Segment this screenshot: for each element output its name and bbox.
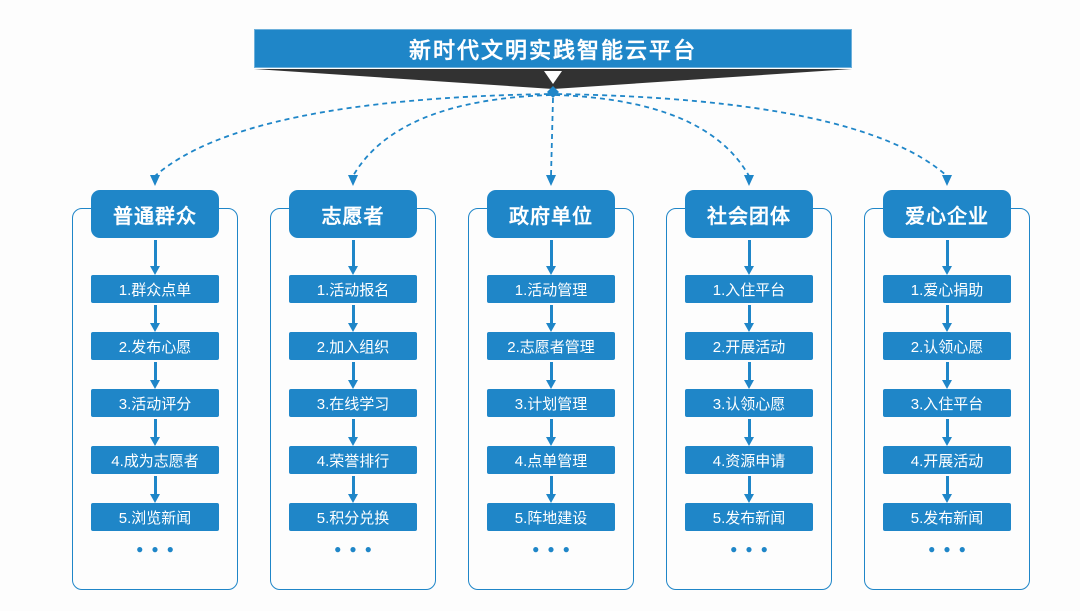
down-arrow-icon — [544, 71, 562, 84]
step-box: 3.在线学习 — [289, 389, 417, 417]
flow-arrow-icon — [940, 362, 954, 389]
flow-arrow-icon — [940, 419, 954, 446]
flow-arrow-icon — [346, 476, 360, 503]
flow-arrow-icon — [544, 362, 558, 389]
step-box: 2.志愿者管理 — [487, 332, 615, 360]
step-box: 2.认领心愿 — [883, 332, 1011, 360]
column-header: 政府单位 — [487, 190, 615, 238]
flow-arrow-icon — [148, 362, 162, 389]
ellipsis-icon: ●●● — [730, 542, 776, 556]
flow-arrow-icon — [742, 305, 756, 332]
column-header: 普通群众 — [91, 190, 219, 238]
arrowhead-icon — [744, 175, 754, 186]
step-box: 3.活动评分 — [91, 389, 219, 417]
dashed-connector — [556, 93, 948, 177]
step-box: 2.加入组织 — [289, 332, 417, 360]
step-box: 4.点单管理 — [487, 446, 615, 474]
arrowhead-icon — [348, 175, 358, 186]
step-box: 4.成为志愿者 — [91, 446, 219, 474]
column-panel-public: 普通群众 1.群众点单 2.发布心愿 3.活动评分 4.成为志愿者 5.浏览新闻… — [72, 190, 238, 590]
step-box: 4.开展活动 — [883, 446, 1011, 474]
dashed-connector — [554, 94, 750, 177]
column-panel-government: 政府单位 1.活动管理 2.志愿者管理 3.计划管理 4.点单管理 5.阵地建设… — [468, 190, 634, 590]
ellipsis-icon: ●●● — [334, 542, 380, 556]
arrowhead-icon — [546, 175, 556, 186]
flow-arrow-icon — [148, 476, 162, 503]
flow-arrow-icon — [346, 240, 360, 275]
arrowhead-icon — [942, 175, 952, 186]
step-box: 4.资源申请 — [685, 446, 813, 474]
step-box: 1.入住平台 — [685, 275, 813, 303]
flow-arrow-icon — [544, 419, 558, 446]
step-box: 5.积分兑换 — [289, 503, 417, 531]
flow-arrow-icon — [346, 419, 360, 446]
step-box: 5.发布新闻 — [685, 503, 813, 531]
flow-arrow-icon — [940, 476, 954, 503]
dashed-connector — [352, 94, 552, 177]
flow-arrow-icon — [940, 240, 954, 275]
step-box: 1.爱心捐助 — [883, 275, 1011, 303]
column-panel-volunteer: 志愿者 1.活动报名 2.加入组织 3.在线学习 4.荣誉排行 5.积分兑换 ●… — [270, 190, 436, 590]
column-panel-enterprise: 爱心企业 1.爱心捐助 2.认领心愿 3.入住平台 4.开展活动 5.发布新闻 … — [864, 190, 1030, 590]
ellipsis-icon: ●●● — [928, 542, 974, 556]
flow-arrow-icon — [544, 240, 558, 275]
ellipsis-icon: ●●● — [532, 542, 578, 556]
column-panel-social-group: 社会团体 1.入住平台 2.开展活动 3.认领心愿 4.资源申请 5.发布新闻 … — [666, 190, 832, 590]
step-box: 3.认领心愿 — [685, 389, 813, 417]
flow-arrow-icon — [148, 419, 162, 446]
flow-arrow-icon — [346, 305, 360, 332]
flow-arrow-icon — [346, 362, 360, 389]
flow-arrow-icon — [544, 305, 558, 332]
step-box: 4.荣誉排行 — [289, 446, 417, 474]
funnel-wedge — [254, 69, 852, 89]
step-box: 2.开展活动 — [685, 332, 813, 360]
step-box: 1.活动报名 — [289, 275, 417, 303]
flow-arrow-icon — [742, 476, 756, 503]
step-box: 5.阵地建设 — [487, 503, 615, 531]
step-box: 1.群众点单 — [91, 275, 219, 303]
step-box: 5.发布新闻 — [883, 503, 1011, 531]
connector-origin-dot — [547, 86, 559, 98]
flow-arrow-icon — [940, 305, 954, 332]
column-header: 社会团体 — [685, 190, 813, 238]
flow-arrow-icon — [544, 476, 558, 503]
step-box: 3.计划管理 — [487, 389, 615, 417]
step-box: 2.发布心愿 — [91, 332, 219, 360]
flow-arrow-icon — [148, 305, 162, 332]
step-box: 5.浏览新闻 — [91, 503, 219, 531]
flow-arrow-icon — [742, 240, 756, 275]
step-box: 1.活动管理 — [487, 275, 615, 303]
flow-arrow-icon — [742, 362, 756, 389]
page-title-banner: 新时代文明实践智能云平台 — [254, 29, 852, 68]
ellipsis-icon: ●●● — [136, 542, 182, 556]
page-title: 新时代文明实践智能云平台 — [408, 37, 697, 63]
column-header: 志愿者 — [289, 190, 417, 238]
arrowhead-icon — [150, 175, 160, 186]
flow-arrow-icon — [148, 240, 162, 275]
dashed-connector — [550, 97, 554, 177]
step-box: 3.入住平台 — [883, 389, 1011, 417]
column-header: 爱心企业 — [883, 190, 1011, 238]
dashed-connector — [154, 93, 550, 177]
flow-arrow-icon — [742, 419, 756, 446]
